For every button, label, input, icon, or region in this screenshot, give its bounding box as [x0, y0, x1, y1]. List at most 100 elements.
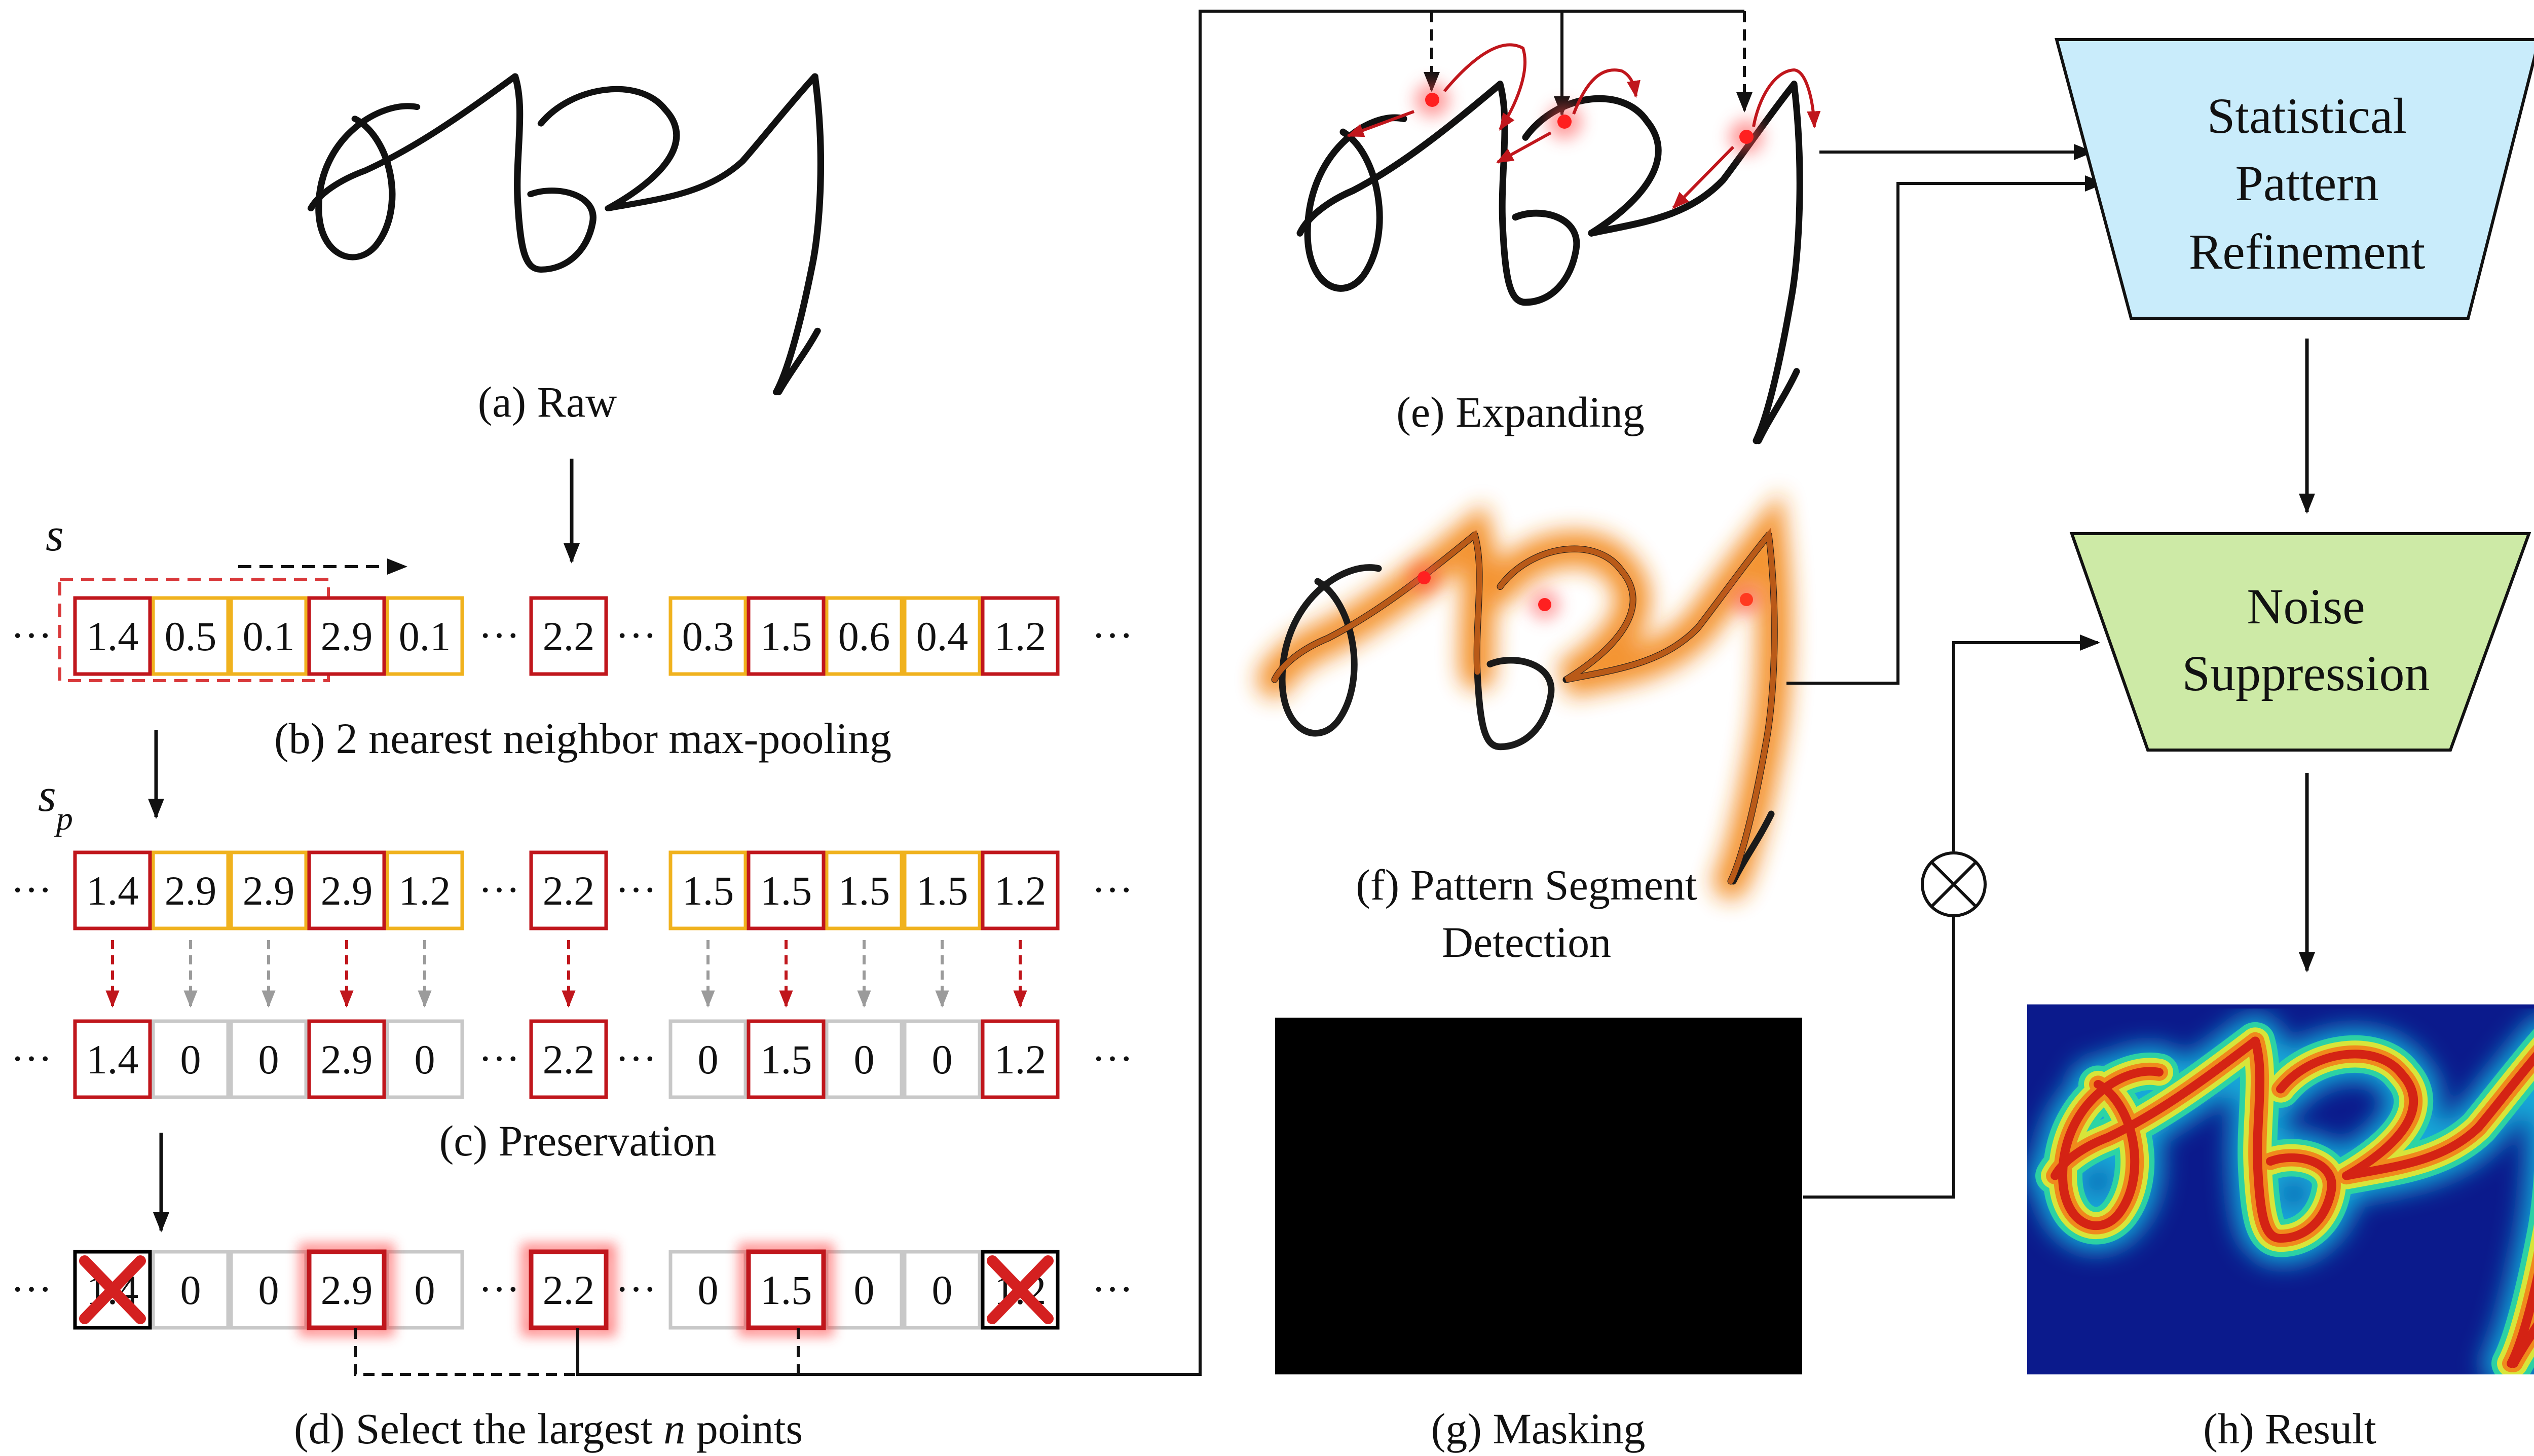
ellipsis: ··· [615, 1266, 657, 1312]
caption-g: (g) Masking [1431, 1404, 1646, 1453]
caption-f-line2: Detection [1442, 918, 1611, 966]
cell: 1.5 [668, 850, 748, 930]
cell: 0 [903, 1250, 982, 1330]
cell: 2.9 [307, 850, 386, 930]
cell: 1.5 [747, 850, 826, 930]
cell-value: 0 [415, 1267, 435, 1313]
cell-value: 1.5 [838, 868, 890, 914]
cell: 2.9 [307, 596, 386, 676]
expanding-direction-arrows [1346, 43, 1821, 209]
cell: 1.2 [385, 850, 464, 930]
cell-value: 1.5 [760, 1036, 812, 1082]
cell-value: 0 [180, 1267, 201, 1313]
cell-value: 2.9 [321, 613, 373, 659]
cell: 1.2 [981, 1019, 1060, 1099]
cell-value: 1.4 [87, 1036, 139, 1082]
cell-value: 0 [698, 1267, 719, 1313]
cell-value: 0.6 [838, 613, 890, 659]
cell-value: 1.5 [916, 868, 968, 914]
cell-value: 0 [258, 1036, 279, 1082]
refinement-input-connectors [1786, 144, 2105, 685]
selection-connectors [354, 10, 1744, 1376]
cell: 1.4 [73, 1019, 152, 1099]
pattern-seed-points [1409, 563, 1762, 620]
cell-value: 2.2 [543, 613, 595, 659]
cell-value: 1.5 [760, 868, 812, 914]
cell: 2.2 [529, 1019, 608, 1099]
ellipsis: ··· [478, 612, 520, 658]
cell: 2.9 [229, 850, 308, 930]
cell-value: 1.2 [994, 613, 1047, 659]
raw-handwriting-image [311, 77, 821, 392]
cell: 1.5 [825, 850, 904, 930]
cell-value: 1.2 [994, 1036, 1047, 1082]
caption-c: (c) Preservation [439, 1116, 717, 1165]
red-cross-icon [79, 1255, 146, 1324]
expanding-handwriting-image [1300, 84, 1800, 440]
cell: 1.2 [981, 596, 1060, 676]
ellipsis: ··· [11, 1035, 52, 1081]
cell: 2.9 [151, 850, 230, 930]
ellipsis: ··· [11, 1266, 52, 1312]
cell-value: 0 [698, 1036, 719, 1082]
cell: 0.1 [229, 596, 308, 676]
caption-f-line1: (f) Pattern Segment [1356, 861, 1697, 909]
cell-value: 2.2 [543, 868, 595, 914]
caption-a: (a) Raw [478, 378, 617, 426]
cell: 0 [668, 1019, 748, 1099]
cell-value: 1.4 [87, 613, 139, 659]
cell-value: 0 [415, 1036, 435, 1082]
cell: 0.1 [385, 596, 464, 676]
suppression-line-1: Noise [2247, 578, 2365, 634]
cell-value: 0.5 [165, 613, 217, 659]
cell-value: 2.9 [243, 868, 295, 914]
cell: 1.4 [73, 596, 152, 676]
ellipsis: ··· [11, 867, 52, 913]
ellipsis: ··· [1092, 1266, 1133, 1312]
ellipsis: ··· [615, 612, 657, 658]
statistical-pattern-refinement-box: Statistical Pattern Refinement [2055, 38, 2534, 320]
cell-value: 1.5 [760, 1267, 812, 1313]
cell: 1.4 [73, 1250, 152, 1330]
ellipsis: ··· [615, 867, 657, 913]
refinement-line-1: Statistical [2207, 88, 2407, 144]
cell-value: 1.2 [994, 868, 1047, 914]
cell-value: 2.2 [543, 1036, 595, 1082]
otimes-icon [1921, 851, 1987, 917]
cell: 2.2 [521, 1243, 616, 1336]
cell-value: 0 [932, 1267, 953, 1313]
cell: 2.2 [529, 850, 608, 930]
ellipsis: ··· [478, 1266, 520, 1312]
cell: 1.5 [747, 1019, 826, 1099]
preservation-arrows [105, 940, 1027, 1008]
ellipsis: ··· [615, 1035, 657, 1081]
cell-value: 0 [258, 1267, 279, 1313]
heatmap-image [2027, 1004, 2534, 1374]
ellipsis: ··· [478, 867, 520, 913]
cell-value: 0.4 [916, 613, 968, 659]
cell: 0 [229, 1250, 308, 1330]
cell: 1.2 [981, 850, 1060, 930]
cell-value: 1.5 [682, 868, 734, 914]
ellipsis: ··· [1092, 867, 1133, 913]
ellipsis: ··· [1092, 1035, 1133, 1081]
cell: 0 [151, 1019, 230, 1099]
caption-d: (d) Select the largest n points [294, 1404, 803, 1453]
ellipsis: ··· [11, 612, 52, 658]
cell-value: 1.2 [399, 868, 451, 914]
mask-connector [1803, 634, 2100, 1199]
refinement-line-2: Pattern [2235, 155, 2378, 211]
cell-value: 0 [932, 1036, 953, 1082]
cell-value: 2.2 [543, 1267, 595, 1313]
cell: 2.2 [529, 596, 608, 676]
cell: 0.6 [825, 596, 904, 676]
cell-value: 0.1 [243, 613, 295, 659]
cell: 0.5 [151, 596, 230, 676]
cell: 0 [825, 1019, 904, 1099]
red-cross-icon [987, 1255, 1054, 1324]
mask-image [1275, 1018, 1802, 1374]
cell: 1.5 [738, 1243, 834, 1336]
